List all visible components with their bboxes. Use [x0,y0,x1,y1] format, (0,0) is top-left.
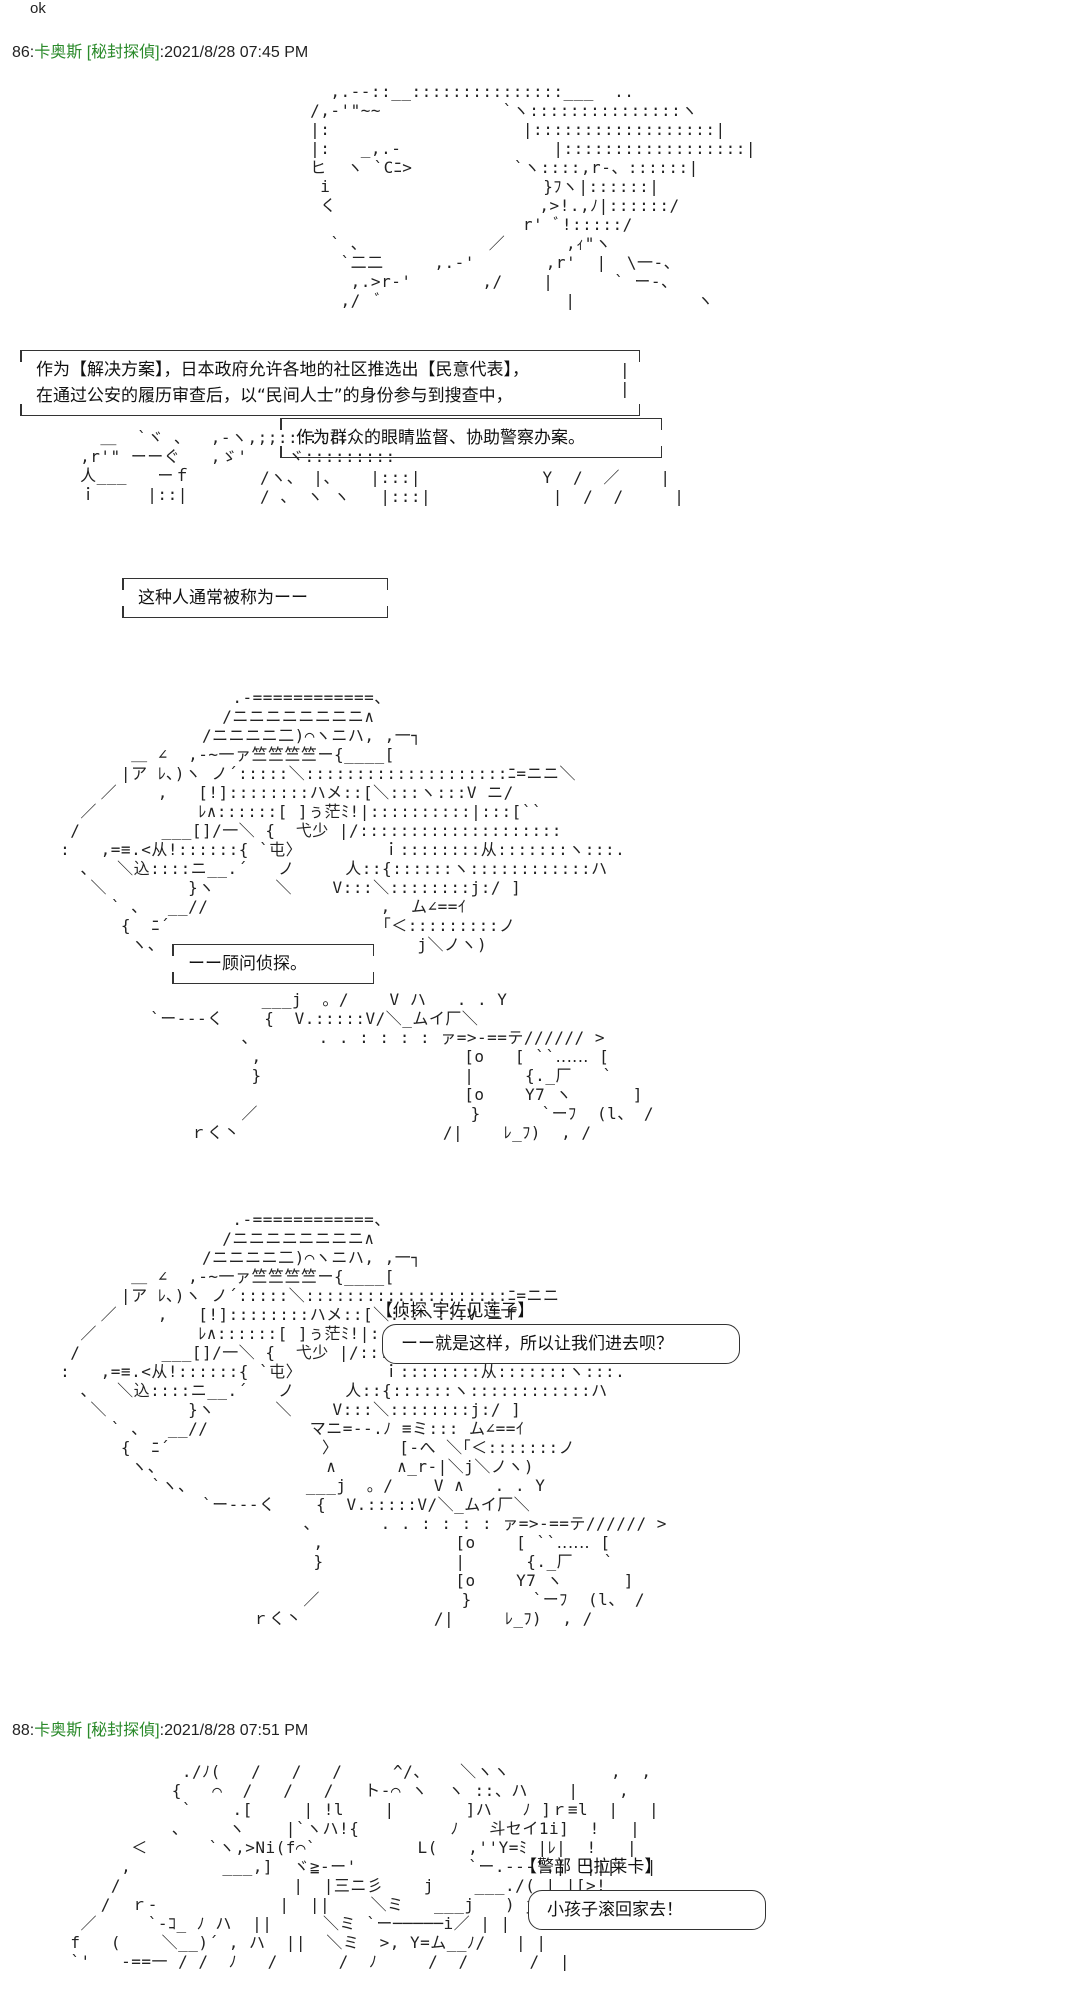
speaker-label-police: 【警部 巴拉莱卡】 [520,1857,662,1877]
ascii-art-detective-1-body: ___j 。/ V ハ . . Y `ー---く { V.:::::V/＼_ムイ… [150,990,654,1142]
post-header-86: 86:卡奥斯 [秘封探偵]:2021/8/28 07:45 PM [12,44,309,61]
speaker-label-detective: 【侦探 宇佐见莲子】 [376,1301,535,1321]
narration-line: 这种人通常被称为ーー [138,588,308,608]
speech-bubble-police: 小孩子滚回家去！ [528,1890,766,1930]
ascii-art-detective-1: .-============、 /ニニニニニニニニ∧ /ニニニニ二)⌒ヽニハ, … [60,688,626,954]
narration-box-called: 这种人通常被称为ーー [122,578,388,618]
top-text: ok [30,0,46,17]
ascii-art-detective-2: .-============、 /ニニニニニニニニ∧ /ニニニニ二)⌒ヽニハ, … [60,1210,667,1628]
speech-text: 小孩子滚回家去！ [547,1900,683,1920]
narration-box-consultant: ーー顾问侦探。 [172,944,374,984]
post-header-88: 88:卡奥斯 [秘封探偵]:2021/8/28 07:51 PM [12,1722,309,1739]
speech-bubble-detective: ーー就是这样，所以让我们进去呗？ [382,1324,740,1364]
speech-text: ーー就是这样，所以让我们进去呗？ [401,1334,673,1354]
post-date: 2021/8/28 07:45 PM [164,44,309,61]
ascii-art-fragment: /ヽ、 |、 |:::| Y / ／ | / 、 ヽ ヽ |:::| | / /… [260,468,685,506]
post-date: 2021/8/28 07:51 PM [164,1722,309,1739]
poster-trip: [秘封探偵] [86,44,160,61]
poster-name[interactable]: 卡奥斯 [34,44,83,61]
narration-box-solution: 作为【解决方案】，日本政府允许各地的社区推选出【民意代表】， 在通过公安的履历审… [20,350,640,416]
narration-line: 作为群众的眼睛监督、协助警察办案。 [296,428,585,448]
ascii-art-police: ./ﾉ( / / / ^/、 ＼ヽヽ , , { ⌒ / / / ト-⌒ ヽ ヽ… [70,1762,660,1971]
narration-line: ーー顾问侦探。 [188,954,307,974]
poster-trip: [秘封探偵] [86,1722,160,1739]
narration-box-eyes: 作为群众的眼睛监督、协助警察办案。 [280,418,662,458]
ascii-art-fragment: | | [620,360,631,398]
post-number: 88 [12,1722,30,1739]
ascii-art-man: ,.--::__:::::::::::::::___ .. /,-'"~~ `ヽ… [310,82,756,310]
narration-line: 作为【解决方案】，日本政府允许各地的社区推选出【民意代表】， [36,360,529,380]
post-number: 86 [12,44,30,61]
narration-line: 在通过公安的履历审查后，以“民间人士”的身份参与到搜查中， [36,386,513,406]
ascii-art-fragment: ＿ `ヾ 、 ,-ヽ,;;::::::: ,r'" ーーぐ ,ゞ' ヾ:::::… [80,428,396,504]
poster-name[interactable]: 卡奥斯 [34,1722,83,1739]
